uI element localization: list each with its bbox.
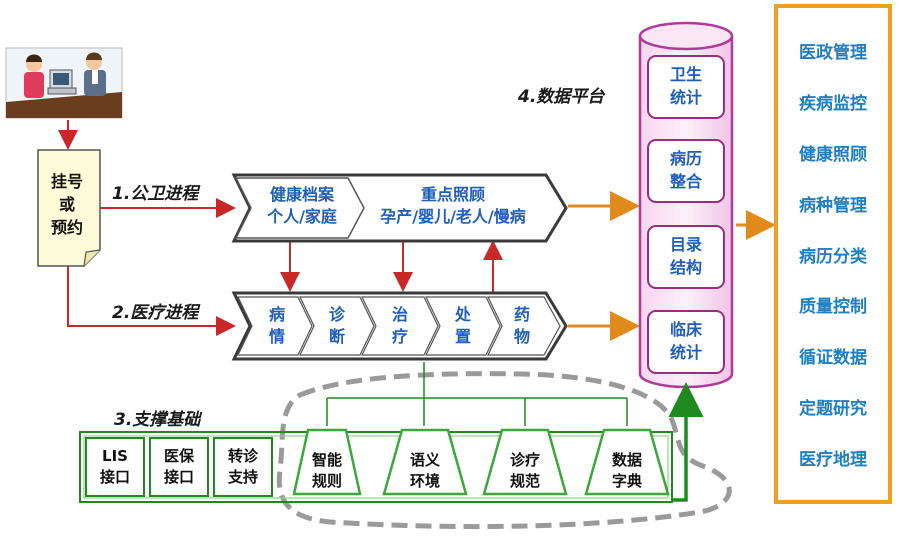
medical-chevron-5 bbox=[487, 296, 561, 356]
medical-process-label: 2.医疗进程 bbox=[112, 303, 199, 323]
medical-step-2: 诊 断 bbox=[328, 305, 345, 346]
data-platform-label: 4.数据平台 bbox=[518, 87, 605, 107]
db-cell-text-2: 病历 整合 bbox=[669, 149, 702, 191]
health-record-subtitle: 个人/家庭 bbox=[267, 207, 337, 226]
support-dashed-outline bbox=[276, 371, 732, 530]
management-panel bbox=[774, 4, 892, 504]
medical-step-3: 治 疗 bbox=[391, 305, 408, 346]
base-box-1 bbox=[85, 437, 145, 497]
key-care-title: 重点照顾 bbox=[420, 185, 485, 204]
arrow-support-to-platform bbox=[668, 382, 704, 502]
arrow-register-to-medical bbox=[67, 266, 236, 336]
base-box-text-1: LIS 接口 bbox=[99, 447, 130, 486]
medical-step-4: 处 置 bbox=[454, 305, 471, 346]
base-box-2 bbox=[149, 437, 209, 497]
health-record-box bbox=[234, 177, 365, 239]
health-record-box-text: 健康档案 个人/家庭 bbox=[250, 184, 354, 228]
management-item-7: 循证数据 bbox=[799, 348, 867, 368]
management-item-2: 疾病监控 bbox=[799, 94, 867, 114]
db-cell-text-4: 临床 统计 bbox=[669, 320, 702, 362]
key-care-box-text: 重点照顾 孕产/婴儿/老人/慢病 bbox=[362, 184, 544, 228]
public-health-process-label: 1.公卫进程 bbox=[112, 184, 199, 204]
trapezoid-text-3: 诊疗 规范 bbox=[509, 451, 540, 490]
trapezoid-text-2: 语义 环境 bbox=[409, 451, 440, 490]
management-item-3: 健康照顾 bbox=[799, 145, 867, 165]
trapezoid-text-1: 智能 规则 bbox=[311, 451, 342, 490]
management-item-4: 病种管理 bbox=[799, 196, 867, 216]
trapezoid-3 bbox=[482, 428, 568, 496]
base-box-text-3: 转诊 支持 bbox=[227, 447, 258, 486]
db-cell-3 bbox=[647, 225, 725, 289]
medical-step-5: 药 物 bbox=[513, 305, 530, 346]
medical-chevron-4 bbox=[425, 296, 501, 356]
db-cell-1 bbox=[647, 55, 725, 119]
register-label: 挂号 或 预约 bbox=[50, 172, 83, 237]
trapezoid-1 bbox=[292, 428, 362, 496]
key-care-subtitle: 孕产/婴儿/老人/慢病 bbox=[380, 207, 526, 226]
trapezoid-2 bbox=[382, 428, 468, 496]
medical-chevron-2 bbox=[299, 296, 375, 356]
health-record-title: 健康档案 bbox=[269, 185, 334, 204]
office-consultation-icon bbox=[4, 44, 124, 120]
db-cell-4 bbox=[647, 310, 725, 374]
management-item-9: 医疗地理 bbox=[799, 450, 867, 470]
medical-chevron-1 bbox=[237, 296, 313, 356]
support-base-frame bbox=[79, 431, 673, 503]
medical-chevron-3 bbox=[361, 296, 439, 356]
trapezoid-4 bbox=[584, 428, 670, 496]
db-cell-text-1: 卫生 统计 bbox=[669, 65, 702, 107]
db-cell-2 bbox=[647, 139, 725, 203]
management-item-6: 质量控制 bbox=[799, 297, 867, 317]
base-box-text-2: 医保 接口 bbox=[163, 447, 194, 486]
db-cell-text-3: 目录 结构 bbox=[669, 235, 702, 277]
trapezoid-text-4: 数据 字典 bbox=[611, 451, 642, 490]
base-box-3 bbox=[213, 437, 273, 497]
support-base-label: 3.支撑基础 bbox=[114, 410, 201, 430]
management-item-8: 定题研究 bbox=[799, 399, 867, 419]
medical-step-1: 病 情 bbox=[268, 305, 285, 346]
management-item-1: 医政管理 bbox=[799, 43, 867, 63]
management-item-5: 病历分类 bbox=[799, 247, 867, 267]
